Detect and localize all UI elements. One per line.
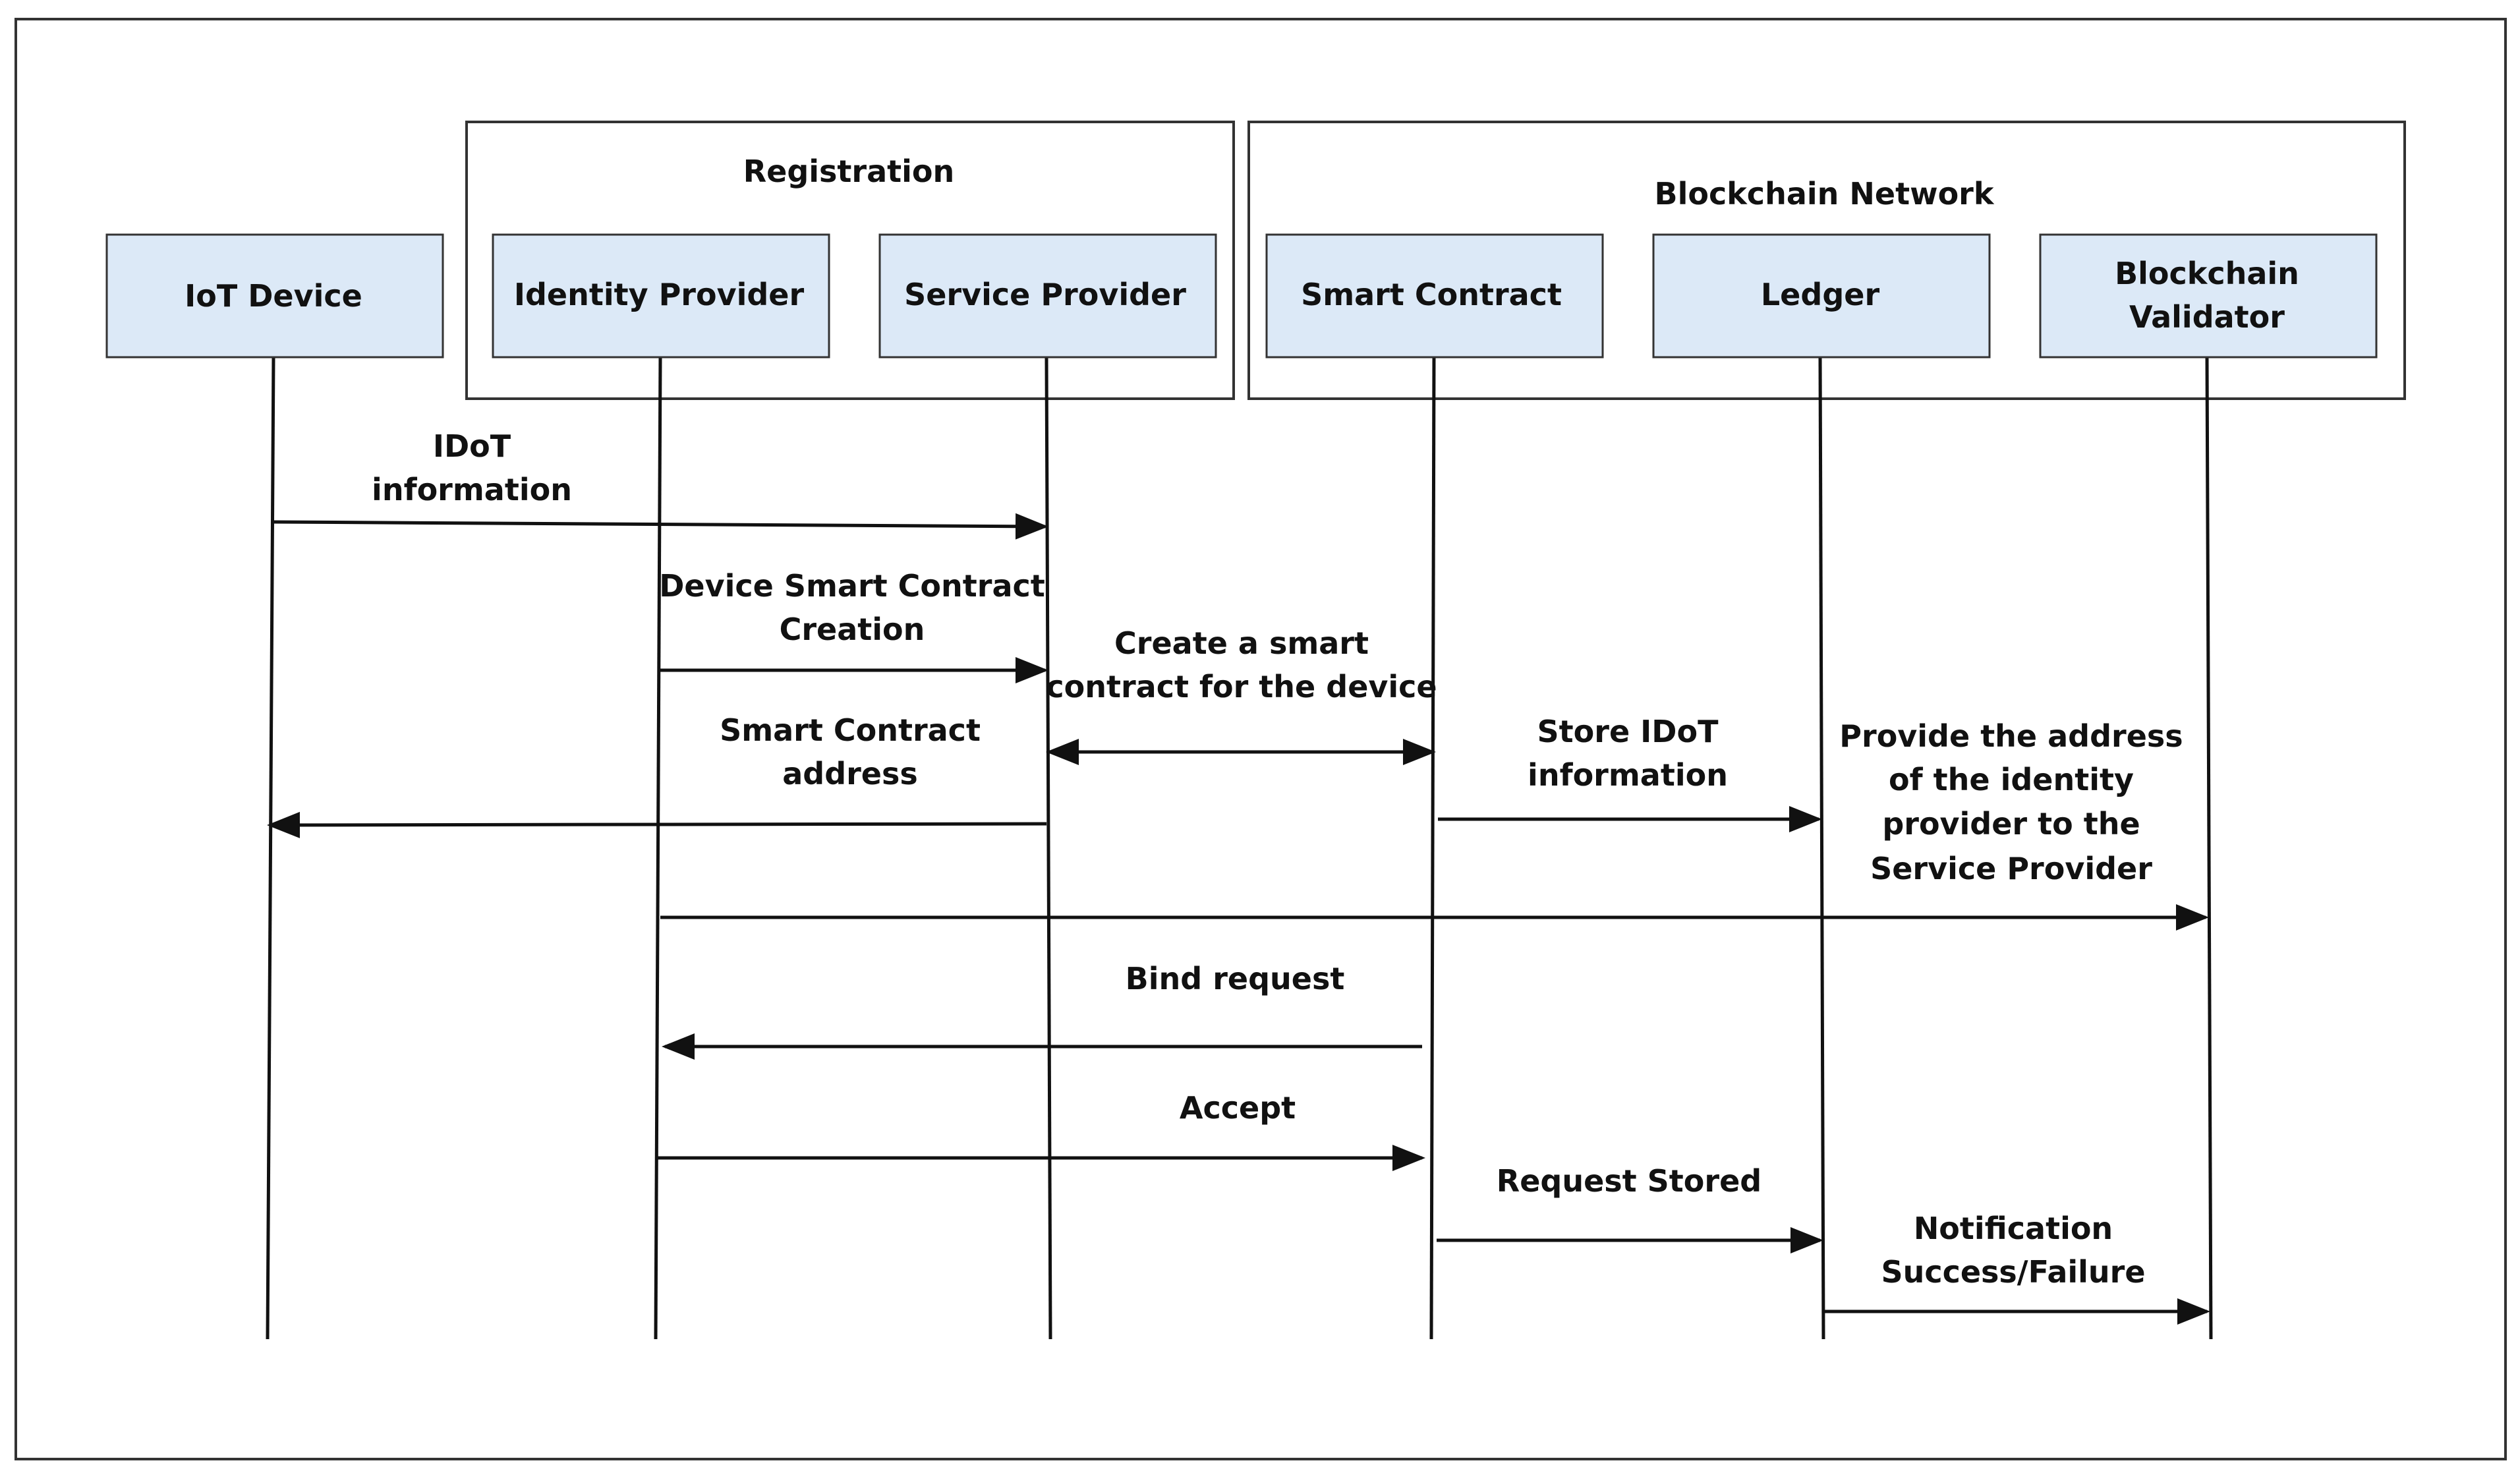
message-label-line-2: Success/Failure: [1881, 1254, 2145, 1290]
participant-blockchain-validator: Blockchain Validator: [2039, 233, 2378, 359]
message-device-smart-contract-creation: Device Smart Contract Creation: [659, 568, 1048, 683]
message-label: Request Stored: [1497, 1163, 1761, 1199]
participant-box: [1265, 233, 1604, 359]
message-label-line-1: Provide the address: [1839, 718, 2183, 754]
message-arrow: [267, 811, 1047, 838]
participant-label: Smart Contract: [1301, 277, 1562, 312]
participant-ledger: Ledger: [1652, 233, 1991, 359]
message-accept: Accept: [658, 1090, 1425, 1171]
message-label: Bind request: [1126, 961, 1345, 996]
lifeline-smart-contract: [1429, 357, 1436, 1340]
message-label-line-2: of the identity: [1889, 762, 2134, 797]
message-label-line-4: Service Provider: [1870, 851, 2152, 886]
lifeline-identity-provider: [654, 357, 662, 1340]
blockchain-network-group-label: Blockchain Network: [1655, 176, 1995, 212]
participant-box: [2039, 233, 2378, 359]
message-label-line-3: provider to the: [1882, 806, 2140, 842]
participant-box: [878, 233, 1217, 359]
message-label-line-2: information: [372, 472, 572, 507]
message-arrow: [273, 513, 1048, 540]
participant-label: Service Provider: [904, 277, 1186, 312]
blockchain-network-group-box: [1247, 121, 2406, 400]
message-store-idot-information: Store IDoT information: [1438, 714, 1822, 832]
registration-group-label: Registration: [743, 154, 955, 189]
participant-label: IoT Device: [185, 278, 362, 314]
message-idot-information: IDoT information: [273, 428, 1048, 540]
message-create-smart-contract: Create a smart contract for the device: [1046, 625, 1437, 765]
participant-service-provider: Service Provider: [878, 233, 1217, 359]
message-label-line-1: Device Smart Contract: [659, 568, 1045, 604]
message-bind-request: Bind request: [662, 961, 1422, 1060]
message-label-line-1: Notification: [1914, 1211, 2113, 1246]
message-label-line-1: Create a smart: [1114, 625, 1369, 661]
message-notification: Notification Success/Failure: [1823, 1211, 2210, 1325]
message-smart-contract-address: Smart Contract address: [267, 712, 1047, 838]
message-label-line-2: address: [782, 756, 918, 791]
participant-box: [105, 233, 444, 359]
participant-iot-device: IoT Device: [105, 233, 444, 359]
participant-label: Identity Provider: [514, 277, 805, 312]
message-label-line-2: information: [1528, 757, 1728, 793]
message-label-line-1: IDoT: [433, 428, 511, 464]
participant-box: [1652, 233, 1991, 359]
message-label-line-1: Smart Contract: [720, 712, 981, 748]
participant-box: [492, 233, 830, 359]
message-label-line-1: Store IDoT: [1537, 714, 1719, 749]
lifeline-service-provider: [1045, 357, 1052, 1340]
lifeline-ledger: [1818, 357, 1825, 1340]
participant-smart-contract: Smart Contract: [1265, 233, 1604, 359]
message-label-line-2: contract for the device: [1046, 669, 1437, 705]
message-label: Accept: [1180, 1090, 1296, 1126]
participant-label-line-2: Validator: [2129, 299, 2285, 335]
participant-label: Ledger: [1761, 277, 1880, 312]
participant-identity-provider: Identity Provider: [492, 233, 830, 359]
message-request-stored: Request Stored: [1437, 1163, 1823, 1253]
participant-label-line-1: Blockchain: [2115, 256, 2299, 291]
lifeline-iot-device: [266, 357, 275, 1340]
outer-frame: [14, 18, 2507, 1460]
message-provide-address: Provide the address of the identity prov…: [660, 718, 2209, 931]
lifeline-blockchain-validator: [2205, 357, 2213, 1340]
registration-group-box: [465, 121, 1235, 400]
message-label-line-2: Creation: [780, 612, 925, 647]
